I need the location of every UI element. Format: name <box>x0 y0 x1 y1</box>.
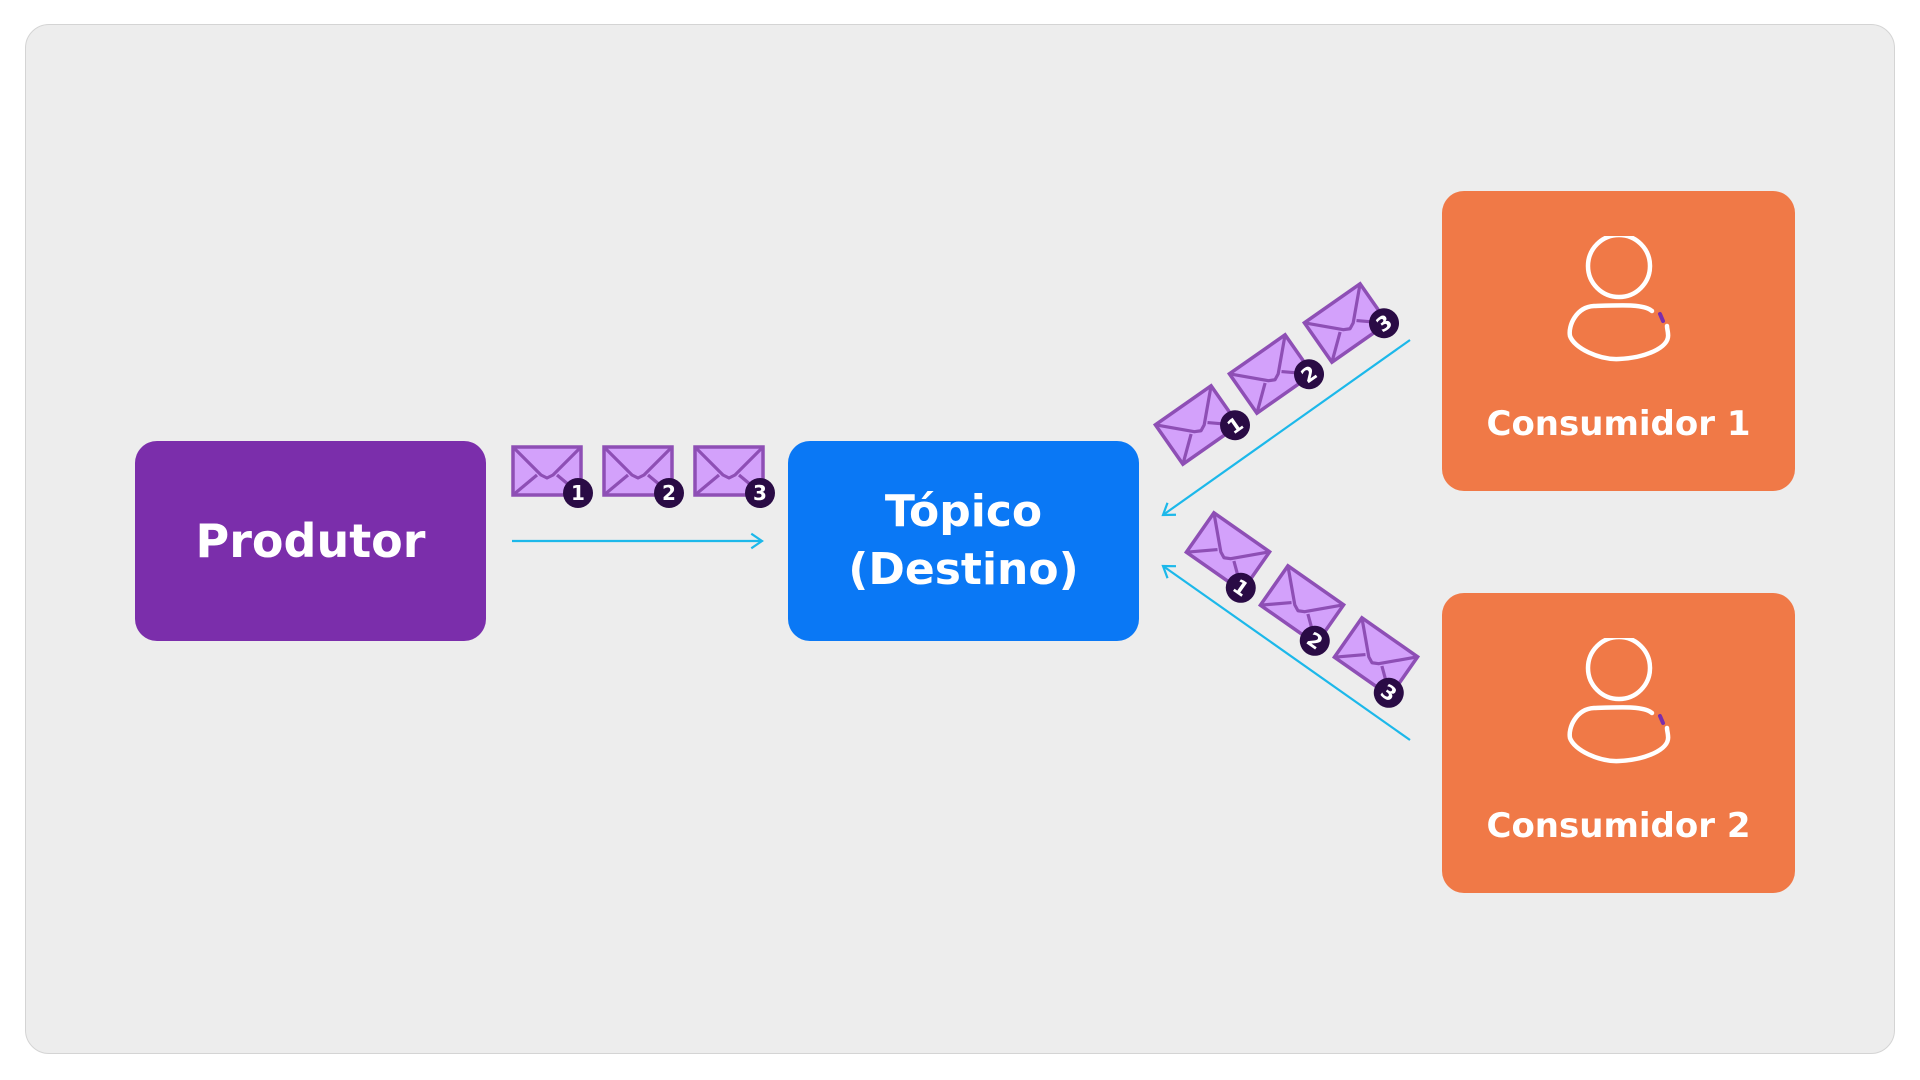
person-icon <box>1566 236 1670 362</box>
topic-label-line2: (Destino) <box>848 544 1079 595</box>
producer-label: Produtor <box>195 514 426 568</box>
consumer-1-box: Consumidor 1 <box>1442 191 1795 491</box>
person-icon <box>1566 638 1670 764</box>
consumer-1-label: Consumidor 1 <box>1486 404 1751 444</box>
topic-box: Tópico (Destino) <box>788 441 1139 641</box>
producer-box: Produtor <box>135 441 486 641</box>
consumer-2-box: Consumidor 2 <box>1442 593 1795 893</box>
consumer-2-label: Consumidor 2 <box>1486 806 1751 846</box>
topic-label-line1: Tópico <box>884 486 1043 537</box>
